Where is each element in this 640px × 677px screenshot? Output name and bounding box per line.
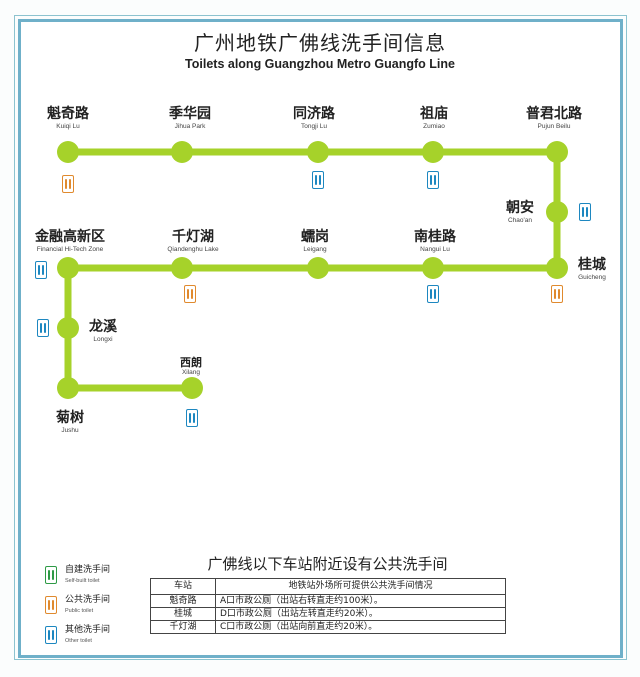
public-toilet-icon <box>45 596 57 614</box>
header-description: 地铁站外场所可提供公共洗手间情况 <box>215 578 506 595</box>
row-description: D口市政公厕（出站左转直走约20米）。 <box>215 607 506 621</box>
station-dots <box>57 141 568 399</box>
station-dot <box>171 141 193 163</box>
other-toilet-icon <box>579 203 591 221</box>
table-row: 千灯湖 C口市政公厕（出站向前直走约20米）。 <box>150 620 506 634</box>
other-toilet-icon <box>427 171 439 189</box>
other-toilet-icon <box>186 409 198 427</box>
station-dot <box>171 257 193 279</box>
self-built-toilet-icon <box>45 566 57 584</box>
public-toilet-icon <box>551 285 563 303</box>
outer-frame <box>14 15 627 660</box>
table-header-row: 车站 地铁站外场所可提供公共洗手间情况 <box>150 578 506 595</box>
inner-frame <box>18 19 623 658</box>
note-title: 广佛线以下车站附近设有公共洗手间 <box>207 555 448 573</box>
other-toilet-icon <box>35 261 47 279</box>
station-dot <box>181 377 203 399</box>
station-dot <box>546 141 568 163</box>
station-dot <box>422 141 444 163</box>
row-description: A口市政公厕（出站右转直走约100米）。 <box>215 594 506 608</box>
station-dot <box>307 257 329 279</box>
other-toilet-icon <box>427 285 439 303</box>
other-toilet-icon <box>45 626 57 644</box>
header-station: 车站 <box>150 578 216 595</box>
station-dot <box>307 141 329 163</box>
row-station: 魁奇路 <box>150 594 216 608</box>
other-toilet-icon <box>312 171 324 189</box>
other-toilet-icon <box>37 319 49 337</box>
station-dot <box>57 377 79 399</box>
public-toilet-icon <box>62 175 74 193</box>
row-description: C口市政公厕（出站向前直走约20米）。 <box>215 620 506 634</box>
table-row: 桂城 D口市政公厕（出站左转直走约20米）。 <box>150 607 506 621</box>
page-title: 广州地铁广佛线洗手间信息 <box>194 31 446 55</box>
table-row: 魁奇路 A口市政公厕（出站右转直走约100米）。 <box>150 594 506 608</box>
public-toilet-icon <box>184 285 196 303</box>
station-dot <box>57 317 79 339</box>
station-dot <box>422 257 444 279</box>
station-dot <box>57 141 79 163</box>
station-dot <box>546 257 568 279</box>
station-dot <box>546 201 568 223</box>
page-subtitle: Toilets along Guangzhou Metro Guangfo Li… <box>185 57 455 71</box>
station-dot <box>57 257 79 279</box>
row-station: 千灯湖 <box>150 620 216 634</box>
public-toilet-table: 车站 地铁站外场所可提供公共洗手间情况 魁奇路 A口市政公厕（出站右转直走约10… <box>150 578 506 634</box>
row-station: 桂城 <box>150 607 216 621</box>
